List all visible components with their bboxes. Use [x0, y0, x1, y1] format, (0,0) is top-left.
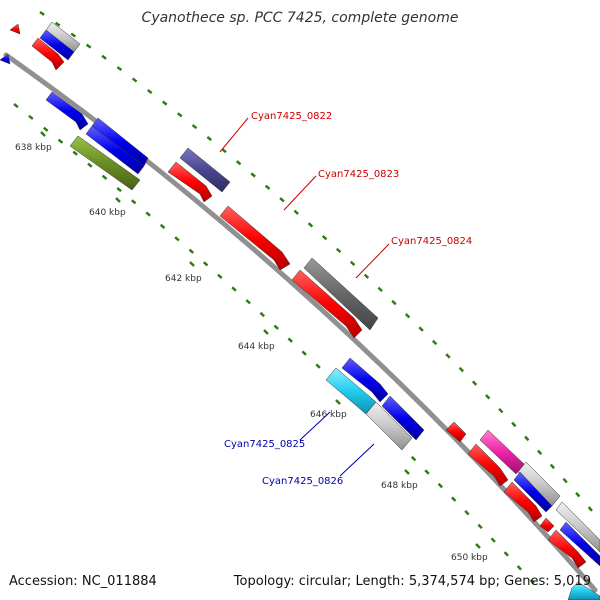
- tick-marks: [40, 131, 481, 549]
- gene-box-gray: [555, 501, 600, 553]
- gene-features: [0, 21, 600, 600]
- gene-label-group: Cyan7425_0822 Cyan7425_0823 Cyan7425_082…: [224, 111, 472, 487]
- accession-label: Accession:: [9, 574, 78, 589]
- genome-stats: Topology: circular; Length: 5,374,574 bp…: [233, 574, 591, 589]
- gene-arrow-blue: [45, 91, 89, 131]
- gene-arrow-red: [539, 517, 555, 533]
- gene-label: Cyan7425_0826: [262, 476, 343, 487]
- genes-value: 5,019: [553, 574, 591, 589]
- gene-label: Cyan7425_0823: [318, 169, 399, 180]
- gene-label: Cyan7425_0824: [391, 236, 472, 247]
- gene-arrow-blue: [0, 53, 11, 65]
- gene-box-blue: [91, 117, 149, 167]
- gene-arrow-red: [31, 37, 65, 71]
- gene-label: Cyan7425_0822: [251, 111, 332, 122]
- gene-arrow-red: [467, 443, 509, 487]
- gene-arrow-red: [219, 205, 291, 271]
- gene-arrow-red: [547, 529, 587, 569]
- gene-box-magenta: [479, 429, 525, 475]
- genes-label: Genes:: [504, 574, 550, 589]
- accession-info: Accession: NC_011884: [9, 574, 157, 589]
- gene-arrow-red: [291, 269, 363, 339]
- gene-arrow-red: [445, 421, 467, 443]
- tick-label: 638 kbp: [15, 143, 52, 153]
- length-value: 5,374,574 bp: [408, 574, 496, 589]
- gene-box-darkgray: [303, 257, 379, 331]
- tick-label: 642 kbp: [165, 274, 202, 284]
- gene-arrow-blue: [341, 357, 389, 403]
- gene-box-cyan: [567, 581, 600, 600]
- genome-title: Cyanothece sp. PCC 7425, complete genome: [141, 10, 459, 26]
- callout-lines: [219, 117, 390, 477]
- gene-box-blue: [39, 29, 75, 61]
- tick-dots-inner: [13, 10, 600, 591]
- tick-labels: 638 kbp 640 kbp 642 kbp 644 kbp 646 kbp …: [15, 143, 488, 563]
- gene-box-gray: [365, 401, 413, 451]
- topology-label: Topology:: [233, 574, 295, 589]
- tick-label: 646 kbp: [310, 410, 347, 420]
- tick-label: 644 kbp: [238, 342, 275, 352]
- tick-label: 650 kbp: [451, 553, 488, 563]
- length-label: Length:: [355, 574, 405, 589]
- gene-arrow-red: [503, 481, 543, 523]
- gene-label: Cyan7425_0825: [224, 439, 305, 450]
- gene-box-olive: [69, 135, 141, 191]
- gene-box-blue: [513, 471, 553, 513]
- gene-box-blue: [381, 395, 425, 441]
- gene-box-purple: [179, 147, 231, 193]
- accession-value: NC_011884: [81, 574, 157, 589]
- tick-label: 640 kbp: [89, 208, 126, 218]
- tick-label: 648 kbp: [381, 481, 418, 491]
- gene-box-blue: [559, 521, 600, 567]
- topology-value: circular: [298, 574, 347, 589]
- gene-arrow-red: [9, 23, 21, 35]
- gene-arrow-red: [167, 161, 213, 203]
